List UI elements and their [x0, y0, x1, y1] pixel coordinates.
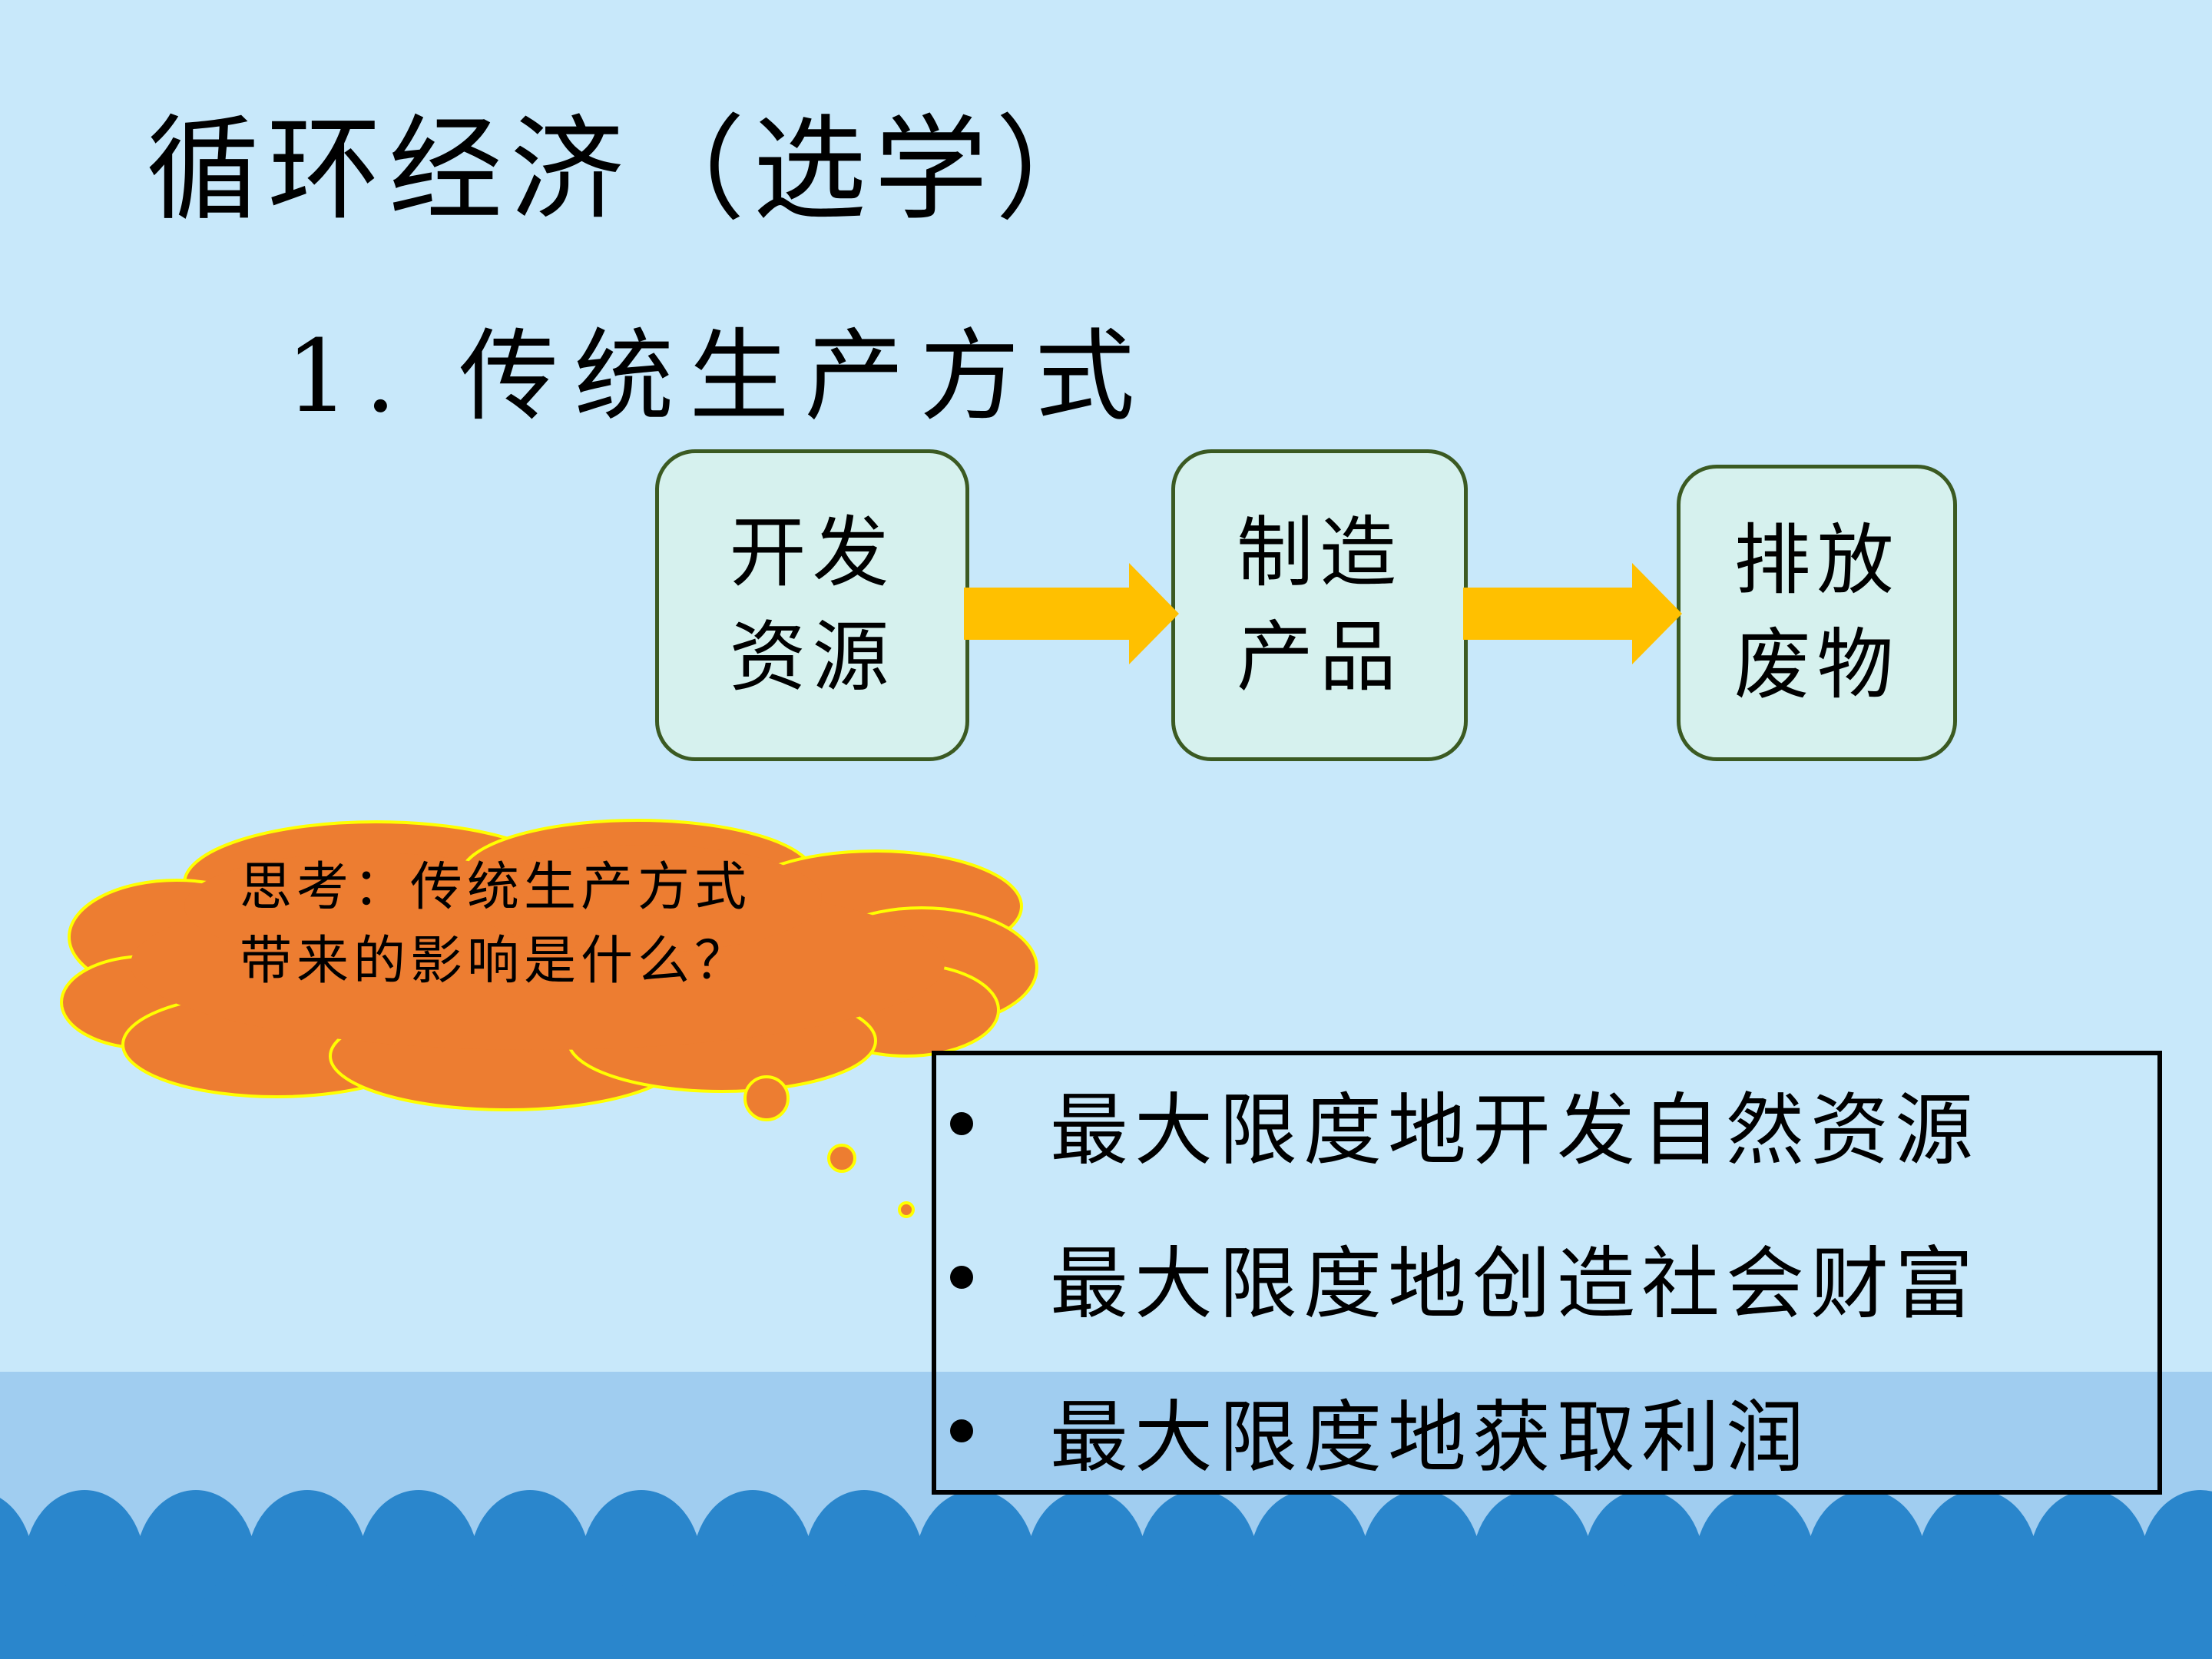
flow-arrow-1 [964, 563, 1179, 664]
page-title: 循环经济（选学） [146, 104, 1117, 236]
wave-scale [2085, 1571, 2205, 1659]
wave-scale [526, 1571, 646, 1659]
wave-scale [415, 1571, 535, 1659]
bullet-dot-icon [950, 1419, 973, 1442]
wave-scale [1194, 1571, 1314, 1659]
answer-text: 最大限度地开发自然资源 [1050, 1084, 1979, 1177]
section-heading: 1. 传统生产方式 [286, 318, 1151, 435]
flow-step-line: 排放 [1734, 515, 1900, 605]
thought-question-line: 带来的影响是什么？ [240, 931, 752, 992]
wave-scale [1083, 1571, 1203, 1659]
wave-scale [1417, 1571, 1537, 1659]
bullet-dot-icon [950, 1266, 973, 1289]
thought-question-line: 思考：传统生产方式 [240, 857, 752, 918]
wave-scale [1863, 1571, 1982, 1659]
answer-box [932, 1051, 2162, 1495]
wave-scale [972, 1571, 1091, 1659]
flow-step-line: 废物 [1734, 620, 1900, 710]
wave-scale [1974, 1571, 2094, 1659]
wave-scale [1751, 1571, 1871, 1659]
answer-text: 最大限度地获取利润 [1050, 1392, 1810, 1484]
flow-step-manufacture-products: 制造 产品 [1171, 449, 1468, 761]
wave-scales-decoration [0, 1490, 2212, 1659]
thought-cloud [60, 819, 1038, 1218]
answer-text: 最大限度地创造社会财富 [1050, 1238, 1979, 1330]
bullet-dot-icon [950, 1112, 973, 1135]
flow-step-line: 资源 [729, 612, 896, 702]
wave-scale [303, 1571, 423, 1659]
wave-scale [860, 1571, 980, 1659]
thought-question: 思考：传统生产方式 带来的影响是什么？ [240, 851, 751, 998]
wave-scale [81, 1571, 200, 1659]
answer-item: 最大限度地创造社会财富 [950, 1227, 1979, 1330]
wave-scale [2197, 1594, 2212, 1659]
flow-step-discharge-waste: 排放 废物 [1677, 465, 1957, 761]
flow-step-line: 开发 [729, 508, 896, 598]
flow-step-develop-resources: 开发 资源 [655, 449, 969, 761]
wave-scale [0, 1571, 89, 1659]
flow-arrow-2 [1463, 563, 1682, 664]
wave-scale [749, 1571, 869, 1659]
wave-scale [1528, 1571, 1648, 1659]
wave-scale [1306, 1571, 1426, 1659]
wave-scale [1640, 1571, 1760, 1659]
flow-step-line: 产品 [1237, 612, 1402, 702]
answer-item: 最大限度地开发自然资源 [950, 1074, 1979, 1177]
wave-scale [192, 1571, 312, 1659]
answer-item: 最大限度地获取利润 [950, 1381, 1810, 1484]
wave-scale [637, 1571, 757, 1659]
flow-step-line: 制造 [1237, 508, 1402, 598]
